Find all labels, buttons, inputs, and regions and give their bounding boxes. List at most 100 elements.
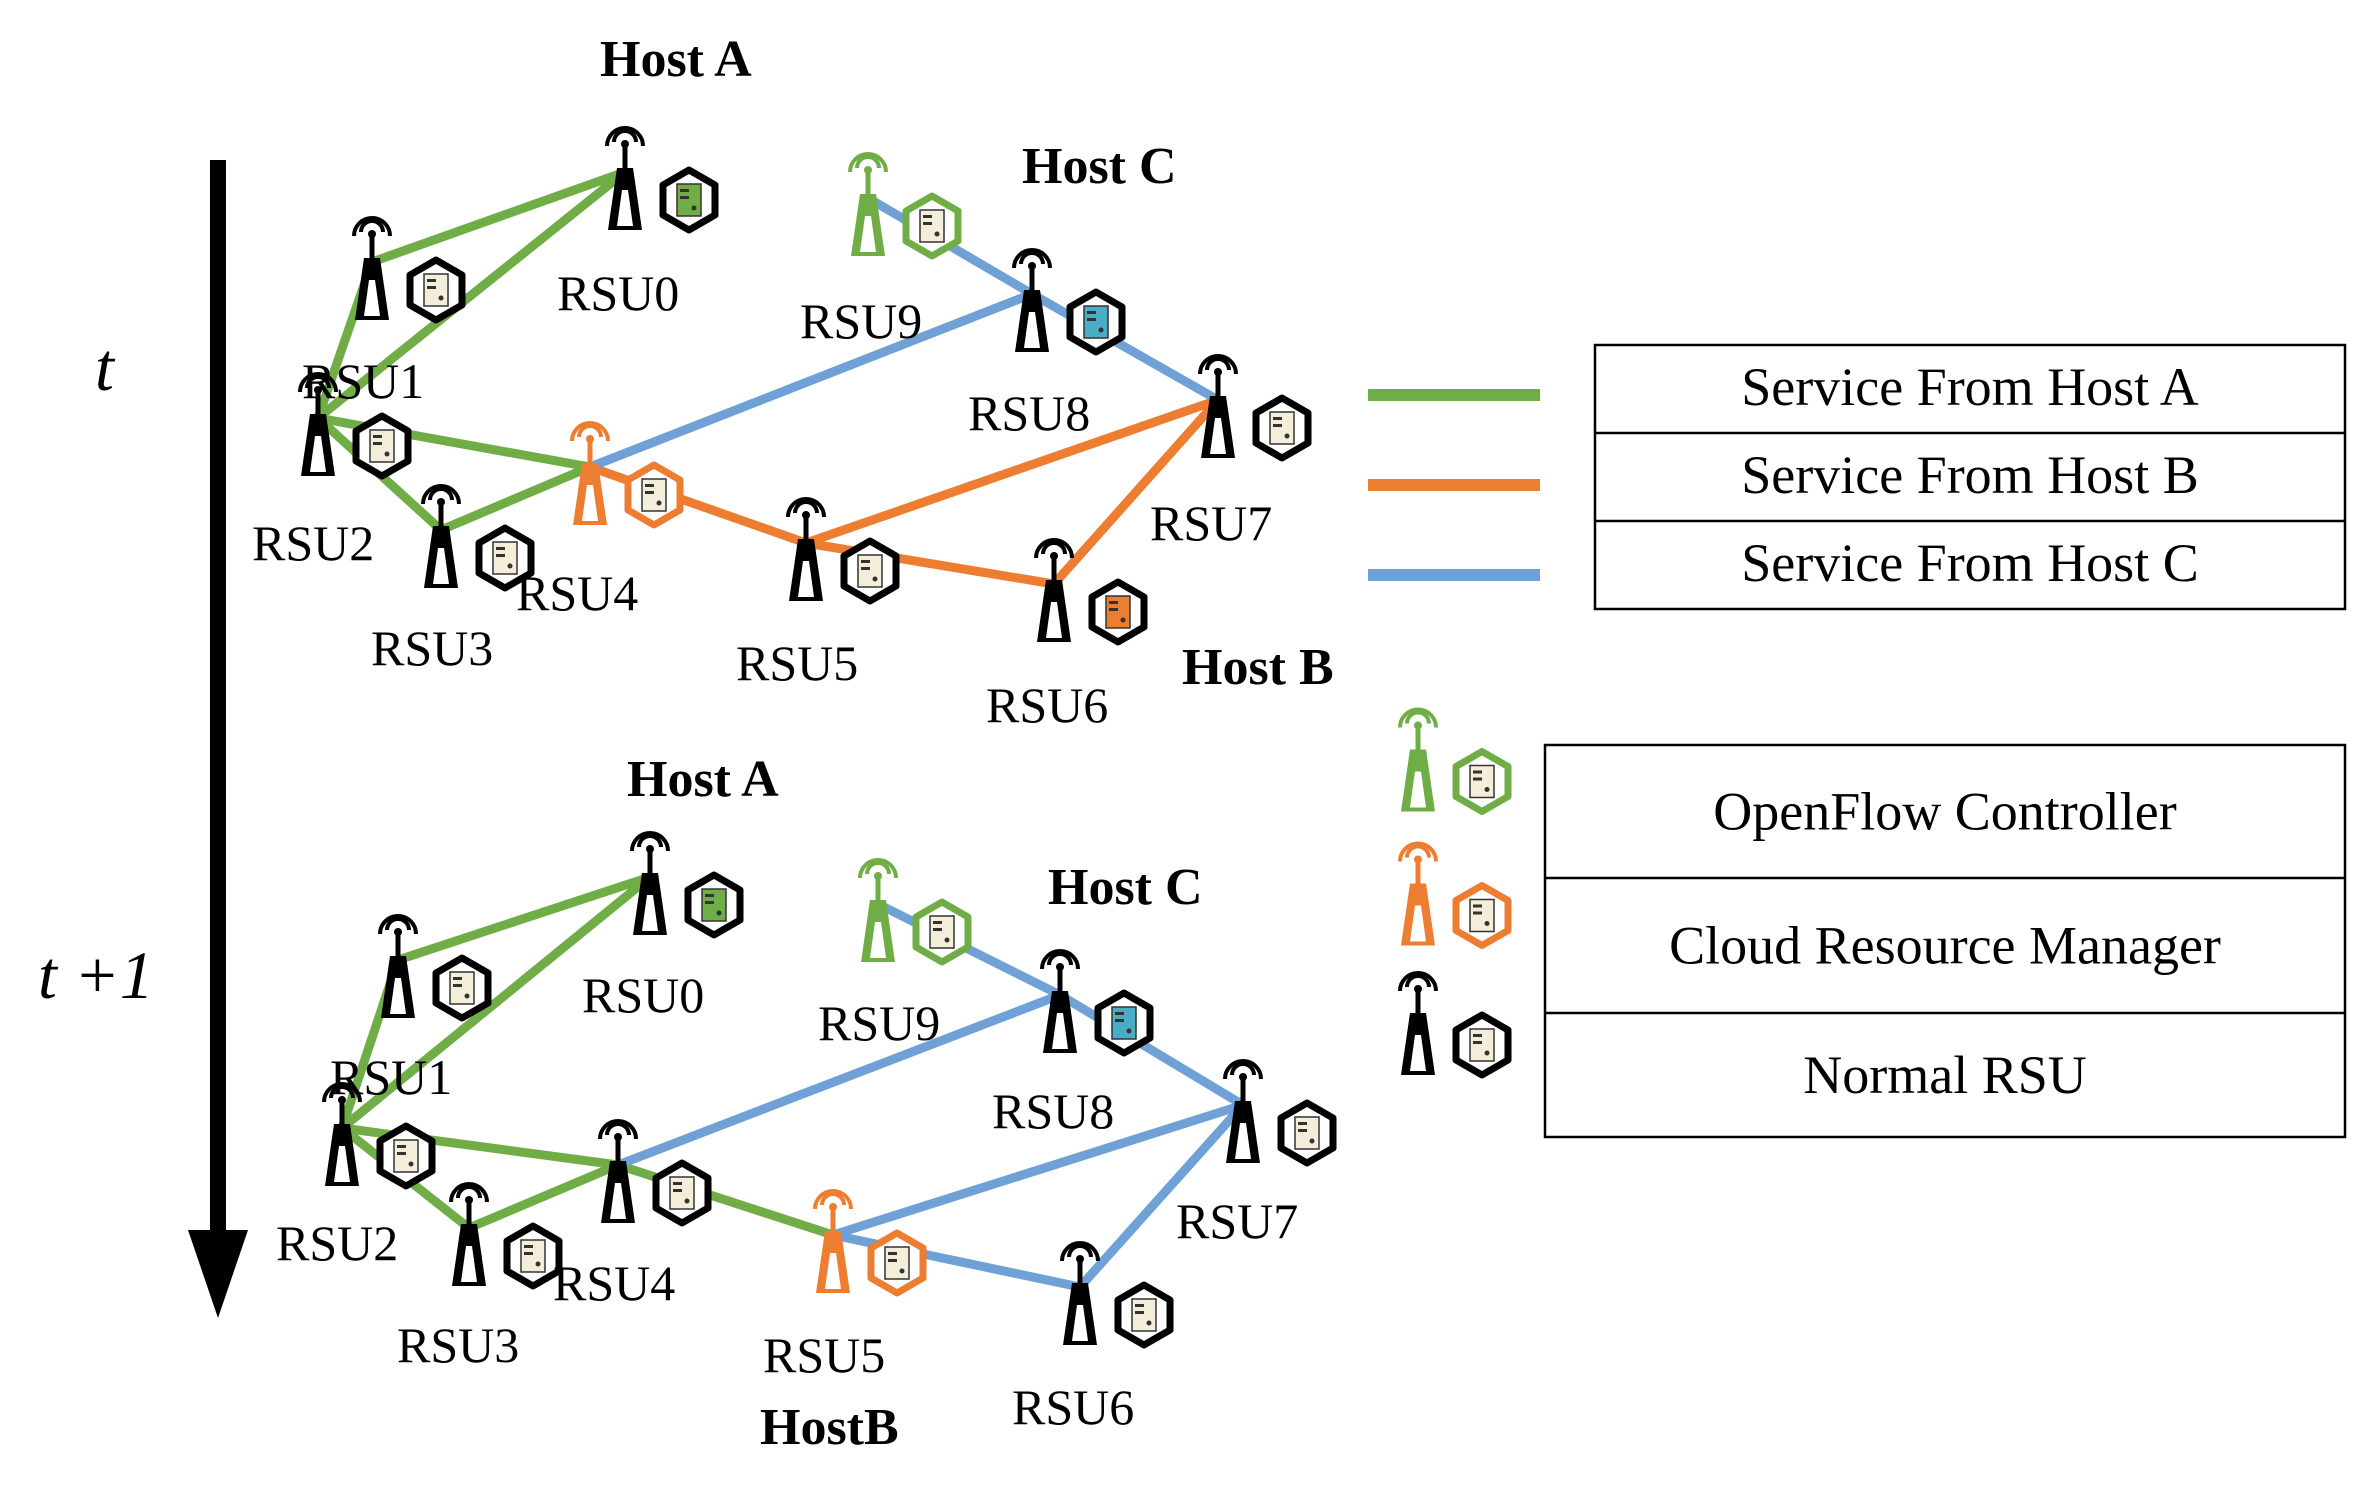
- diagram-t1-label-rsu7: RSU7: [1176, 1193, 1298, 1249]
- diagram-t-node-rsu2: [298, 372, 412, 480]
- diagram-t1-edge-rsu8-rsu7: [1055, 990, 1248, 1110]
- rsu-tower-icon: [630, 831, 670, 935]
- server-icon: [867, 1229, 927, 1297]
- server-icon: [1452, 1011, 1512, 1079]
- server-icon: [406, 256, 466, 324]
- rsu-tower-icon: [1198, 354, 1238, 458]
- host-a-label-t1: Host A: [627, 751, 779, 808]
- legend-normal-icon: [1398, 971, 1512, 1079]
- legend-label-cloud: Cloud Resource Manager: [1669, 916, 2221, 976]
- time-arrow: [188, 160, 248, 1318]
- rsu-tower-icon: [352, 216, 392, 320]
- diagram-t1-nodes: [322, 831, 1337, 1349]
- diagram-t1-node-rsu7: [1223, 1059, 1337, 1167]
- diagram-t-label-rsu6: RSU6: [986, 677, 1108, 733]
- diagram-t1-label-rsu0: RSU0: [582, 967, 704, 1023]
- diagram-t1-node-rsu3: [449, 1182, 563, 1290]
- diagram-t1-label-rsu6: RSU6: [1012, 1379, 1134, 1435]
- host-b-label-t1: HostB: [760, 1399, 899, 1456]
- diagram-t1-edge-rsu0-rsu1: [393, 872, 655, 965]
- diagram-t-node-rsu9: [848, 152, 962, 260]
- diagram-t-label-rsu3: RSU3: [371, 620, 493, 676]
- diagram-t-node-rsu6: [1034, 538, 1148, 646]
- rsu-tower-icon: [449, 1182, 489, 1286]
- diagram-t-edge-rsu4-rsu8: [585, 289, 1037, 472]
- legend-label-host-c: Service From Host C: [1741, 533, 2198, 593]
- server-icon: [912, 898, 972, 966]
- server-icon: [1094, 989, 1154, 1057]
- rsu-tower-icon: [298, 372, 338, 476]
- rsu-tower-icon: [605, 126, 645, 230]
- server-icon: [840, 537, 900, 605]
- rsu-tower-icon: [1034, 538, 1074, 642]
- server-icon: [1066, 288, 1126, 356]
- diagram-t-edge-rsu6-rsu7: [1049, 395, 1223, 589]
- legend-label-normal: Normal RSU: [1803, 1045, 2087, 1105]
- legend-cloud-icon: [1398, 841, 1512, 949]
- diagram-t-node-rsu3: [421, 484, 535, 592]
- rsu-tower-icon: [858, 858, 898, 962]
- rsu-tower-icon: [1040, 949, 1080, 1053]
- diagram-t1-label-rsu8: RSU8: [992, 1083, 1114, 1139]
- diagram-t-edge-rsu3-rsu4: [436, 462, 595, 535]
- server-icon: [1088, 578, 1148, 646]
- diagram-t1-edge-rsu3-rsu4: [464, 1160, 623, 1233]
- server-icon: [902, 192, 962, 260]
- diagram-t1-edge-rsu6-rsu7: [1075, 1100, 1248, 1292]
- diagram-t1-label-rsu1: RSU1: [330, 1049, 452, 1105]
- diagram-t1-node-rsu0: [630, 831, 744, 939]
- diagram-t1-edge-rsu4-rsu5: [613, 1160, 838, 1240]
- time-label-t-plus-1: t +1: [38, 937, 154, 1013]
- diagram-t1-label-rsu9: RSU9: [818, 995, 940, 1051]
- diagram-t1-node-rsu9: [858, 858, 972, 966]
- diagram-t-label-rsu8: RSU8: [968, 385, 1090, 441]
- server-icon: [432, 954, 492, 1022]
- server-icon: [352, 412, 412, 480]
- diagram-t-label-rsu1: RSU1: [302, 353, 424, 409]
- diagram-t1-node-rsu4: [598, 1119, 712, 1227]
- server-icon: [684, 871, 744, 939]
- diagram-t-label-rsu4: RSU4: [516, 565, 638, 621]
- server-icon: [1452, 882, 1512, 949]
- rsu-tower-icon: [1223, 1059, 1263, 1163]
- diagram-t-edge-rsu4-rsu5: [585, 462, 811, 548]
- diagram-t-node-rsu5: [786, 497, 900, 605]
- diagram-t-label-rsu5: RSU5: [736, 635, 858, 691]
- diagram-t1-edge-rsu0-rsu2: [337, 872, 655, 1133]
- time-label-t: t: [95, 329, 116, 405]
- server-icon: [652, 1159, 712, 1227]
- diagram-t-edge-rsu0-rsu1: [367, 167, 630, 267]
- host-a-label-t: Host A: [600, 31, 752, 88]
- host-b-label-t: Host B: [1182, 639, 1334, 696]
- rsu-tower-icon: [1398, 707, 1438, 812]
- legend-label-host-a: Service From Host A: [1741, 357, 2198, 417]
- rsu-tower-icon: [786, 497, 826, 601]
- server-icon: [1252, 394, 1312, 462]
- server-icon: [1277, 1099, 1337, 1167]
- diagram-t-label-rsu9: RSU9: [800, 293, 922, 349]
- diagram-t1-label-rsu5: RSU5: [763, 1327, 885, 1383]
- server-icon: [376, 1122, 436, 1190]
- host-c-label-t: Host C: [1022, 138, 1177, 195]
- diagram-t-edge-rsu0-rsu2: [313, 167, 630, 423]
- diagram-t-node-rsu8: [1012, 248, 1126, 356]
- server-icon: [624, 461, 684, 529]
- rsu-tower-icon: [421, 484, 461, 588]
- diagram-t-node-rsu7: [1198, 354, 1312, 462]
- diagram-t1-label-rsu4: RSU4: [553, 1255, 675, 1311]
- diagram-t1-edge-rsu5-rsu7: [828, 1100, 1248, 1240]
- rsu-tower-icon: [813, 1189, 853, 1293]
- server-icon: [1452, 748, 1512, 815]
- legend-label-host-b: Service From Host B: [1741, 445, 2198, 505]
- diagram-t-edge-rsu5-rsu7: [801, 395, 1223, 548]
- server-icon: [503, 1222, 563, 1290]
- diagram-t1-label-rsu3: RSU3: [397, 1317, 519, 1373]
- diagram-t1-edge-rsu4-rsu8: [613, 990, 1065, 1170]
- rsu-tower-icon: [1398, 971, 1438, 1075]
- rsu-tower-icon: [1398, 841, 1438, 946]
- rsu-tower-icon: [322, 1082, 362, 1186]
